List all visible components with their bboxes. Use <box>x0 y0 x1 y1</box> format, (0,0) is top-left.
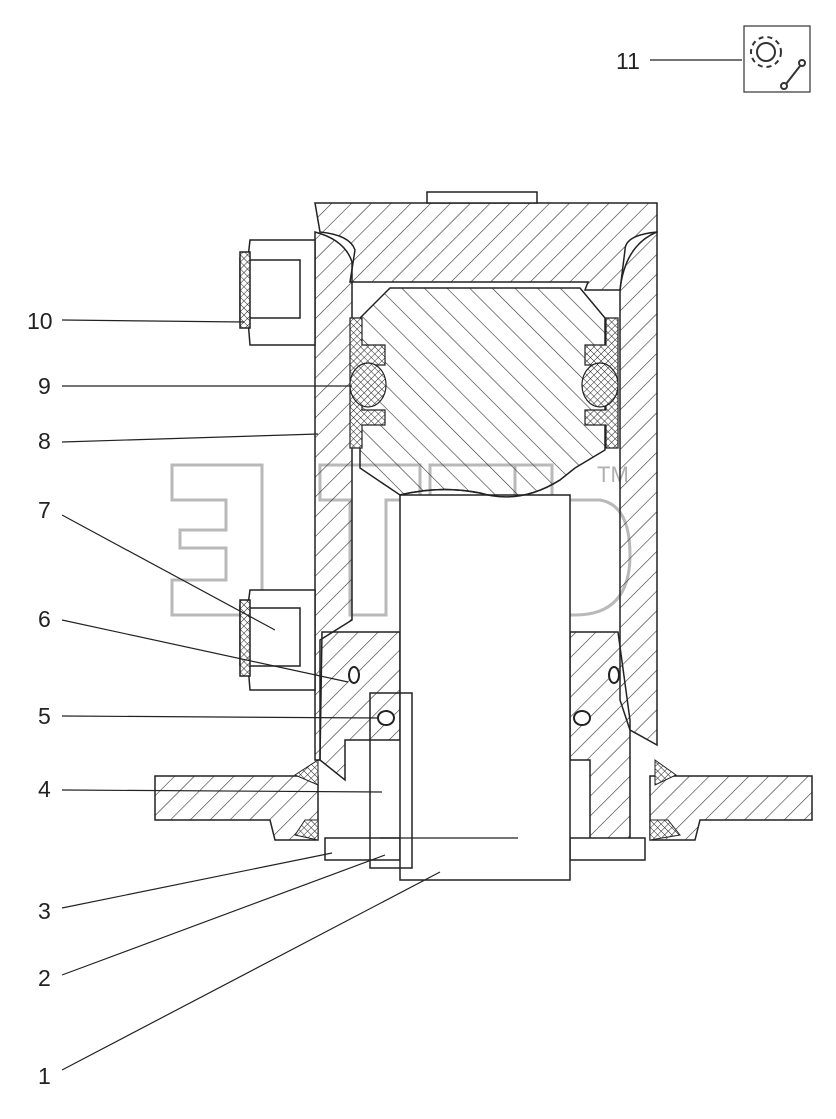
seal-left <box>349 317 386 449</box>
callout-5: 5 <box>38 703 51 729</box>
bottom-seal-right <box>649 819 681 841</box>
callout-11: 11 <box>616 48 640 74</box>
lower-housing-left <box>319 631 401 782</box>
lower-port-washer <box>239 599 251 677</box>
callout-3: 3 <box>38 898 51 924</box>
oring-left <box>349 362 387 408</box>
small-oring-5-right <box>573 710 591 726</box>
flange-left <box>154 775 319 841</box>
wiper-left <box>293 759 319 786</box>
bottom-gland-right <box>569 837 646 861</box>
gear-wrench-icon[interactable] <box>743 25 811 93</box>
port-fittings <box>239 239 316 691</box>
leader-7 <box>61 514 276 631</box>
small-oring-5-left <box>377 710 395 726</box>
upper-port-plug <box>247 259 301 319</box>
leader-3 <box>61 852 333 909</box>
callout-6: 6 <box>38 606 51 632</box>
callout-labels: 1 2 3 4 5 6 7 8 9 10 11 <box>27 48 640 1089</box>
top-plate <box>426 191 538 204</box>
leader-2 <box>61 854 386 976</box>
leader-lines <box>61 59 742 1071</box>
callout-8: 8 <box>38 428 51 454</box>
seal-right <box>584 317 619 449</box>
small-oring-6-right <box>608 666 620 684</box>
callout-9: 9 <box>38 373 51 399</box>
lower-port-plug <box>247 607 301 667</box>
bottom-seal-left <box>294 819 319 841</box>
small-oring-6-left <box>348 666 360 684</box>
right-wall <box>619 230 658 747</box>
leader-1 <box>61 871 441 1071</box>
wiper-right <box>654 759 677 786</box>
callout-2: 2 <box>38 965 51 991</box>
seals <box>293 317 681 841</box>
guide-sleeve <box>369 692 413 869</box>
top-cap <box>314 202 658 291</box>
plunger-rod <box>399 494 571 881</box>
left-wall <box>314 231 353 761</box>
oring-right <box>581 362 619 408</box>
watermark-letter-e <box>170 463 264 617</box>
gear-icon <box>750 36 782 68</box>
piston-head <box>359 287 606 498</box>
wrench-icon <box>780 59 806 90</box>
upper-port-washer <box>239 251 251 329</box>
rod-break-line <box>399 479 561 498</box>
cylinder-body <box>154 191 813 881</box>
callout-10: 10 <box>27 308 53 334</box>
callout-1: 1 <box>38 1063 51 1089</box>
lower-housing-right <box>569 631 631 851</box>
leader-4 <box>61 789 383 793</box>
leader-6 <box>61 619 349 683</box>
bottom-gland-left <box>324 837 401 861</box>
leader-10 <box>61 319 245 323</box>
leader-8 <box>61 433 319 443</box>
callout-7: 7 <box>38 497 51 523</box>
callout-4: 4 <box>38 776 51 802</box>
leader-5 <box>61 715 379 719</box>
